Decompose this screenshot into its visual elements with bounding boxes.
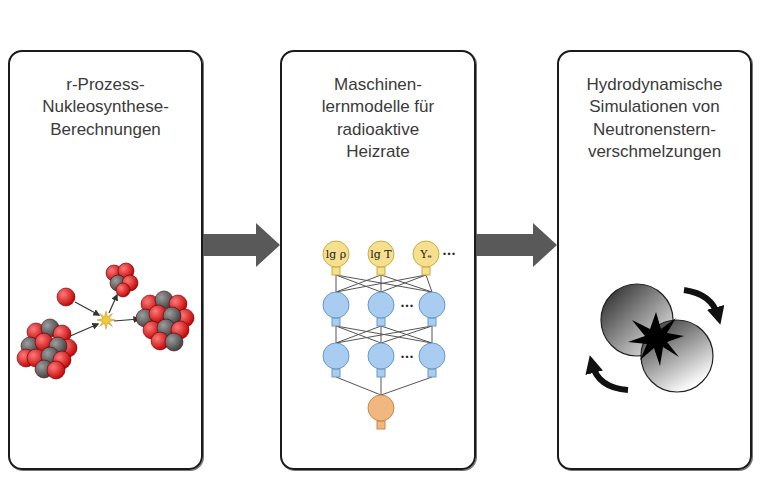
neural-network [323,241,445,429]
input-variable: lg T [370,248,391,261]
output-neuron [368,395,394,421]
rotation-arrow [592,364,628,390]
network-link [336,275,337,292]
input-variable: Yₑ [420,248,432,261]
nucleon-ball [47,361,65,379]
hidden-neuron [323,343,349,369]
neuron-stem [428,369,436,377]
network-link [336,326,432,343]
neuron-stem [377,318,385,326]
neuron-stem [377,267,385,275]
reaction-arrow [109,295,117,313]
network-link [432,326,433,343]
input-neuron [368,241,394,267]
neutron-ball [57,288,75,306]
neuron-stem [377,421,385,429]
hidden-neuron [419,292,445,318]
output-layer [368,395,394,429]
nucleon-ball [116,283,130,297]
neuron-stem [377,369,385,377]
hidden-neuron [368,343,394,369]
input-layer [323,241,439,275]
input-neuron [323,241,349,267]
block-arrow [203,223,280,267]
network-link [336,275,381,292]
network-link [381,377,382,395]
hidden-neuron [419,343,445,369]
nucleon-ball [165,333,183,351]
network-link [381,326,432,343]
input-neuron [413,241,439,267]
network-link [381,275,426,292]
merger-illustration [592,284,718,392]
network-link [336,275,432,292]
collision-burst [628,312,684,366]
reaction-arrow [75,302,99,315]
network-link [336,377,381,395]
hidden-neuron [323,292,349,318]
block-arrow [476,223,557,267]
neuron-stem [332,267,340,275]
reaction-star [97,311,115,329]
box-title: r-Prozess- Nukleosynthese- Berechnungen [21,74,191,141]
network-link [381,326,432,343]
network-link [336,326,337,343]
rotation-arrow [684,290,718,316]
network-link [336,326,381,343]
ellipsis-mark: ... [442,243,456,258]
reaction-arrow [68,324,98,337]
hidden-layers [323,292,445,377]
nucleus-illustration [17,263,194,379]
network-link [336,326,381,343]
network-link [381,275,432,292]
network-link [381,377,432,395]
box-title: Maschinen- lernmodelle für radioaktive H… [303,74,453,164]
input-variable: lg ρ [326,248,347,261]
neuron-stem [428,318,436,326]
network-link [426,275,432,292]
reaction-arrow [114,319,139,321]
network-link [336,275,426,292]
network-link [336,275,381,292]
neuron-stem [332,318,340,326]
box-title: Hydrodynamische Simulationen von Neutron… [570,74,740,164]
process-box: Hydrodynamische Simulationen von Neutron… [557,50,752,470]
neuron-stem [422,267,430,275]
network-link [336,326,432,343]
hidden-neuron [368,292,394,318]
ellipsis-mark: ... [400,346,414,361]
network-links [336,275,432,395]
ellipsis-mark: ... [400,295,414,310]
neuron-stem [332,369,340,377]
process-box: r-Prozess- Nukleosynthese- Berechnungen [8,50,203,470]
